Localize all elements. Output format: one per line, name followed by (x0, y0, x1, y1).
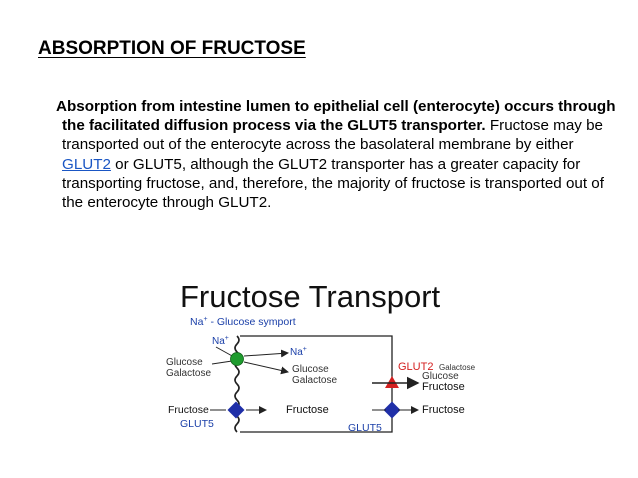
transport-diagram: Fructose Transport Na+ - Glucose symport… (166, 279, 476, 434)
galactose-mid-label: Galactose (292, 375, 337, 386)
bold-lead-text: Absorption from intestine lumen to epith… (56, 98, 616, 135)
glut2-label: GLUT2 (398, 361, 433, 373)
glucose-left-label: Glucose (166, 357, 203, 368)
glucose-in-arrow (211, 360, 233, 365)
glut5-left-label: GLUT5 (180, 418, 214, 430)
paragraph-text-2: or GLUT5, although the GLUT2 transporter… (62, 155, 604, 212)
figure-title: Fructose Transport (180, 279, 441, 314)
fructose-transport-figure: Fructose Transport Na+ - Glucose symport… (160, 272, 490, 442)
fructose-mid-label: Fructose (286, 404, 329, 416)
glut5-right-transporter-icon (383, 401, 401, 419)
symport-transporter-icon (230, 352, 244, 366)
glut2-link[interactable]: GLUT2 (62, 155, 111, 173)
galactose-right-label: Galactose (439, 363, 476, 372)
na-right-label: Na+ (290, 346, 307, 358)
slide-title: ABSORPTION OF FRUCTOSE (38, 38, 306, 59)
fructose-right-top-label: Fructose (422, 381, 465, 393)
body-paragraph: Absorption from intestine lumen to epith… (56, 97, 622, 212)
glucose-right-label: Glucose (422, 371, 459, 382)
na-left-label: Na+ (212, 335, 229, 347)
glucose-mid-label: Glucose (292, 364, 329, 375)
glut5-right-label: GLUT5 (348, 422, 382, 434)
glut2-transporter-icon (385, 376, 399, 388)
glucose-out-arrow (243, 361, 289, 375)
na-in-arrow (215, 346, 235, 358)
galactose-left-label: Galactose (166, 368, 211, 379)
paragraph-text-1: Fructose may be transported out of the e… (62, 117, 603, 154)
symport-label: Na+ - Glucose symport (190, 316, 296, 328)
fructose-right-bottom-label: Fructose (422, 404, 465, 416)
fructose-left-label: Fructose (168, 404, 209, 416)
glut5-left-transporter-icon (227, 401, 245, 419)
na-out-arrow (243, 349, 289, 358)
